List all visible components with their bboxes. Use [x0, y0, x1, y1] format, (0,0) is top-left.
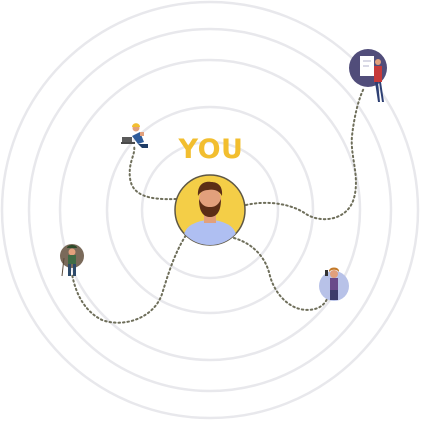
hiker-icon [60, 244, 84, 277]
construction-worker-icon [121, 123, 148, 148]
path-to-presenter [245, 87, 365, 221]
presenter-icon [349, 49, 387, 102]
avatar-shirt [184, 220, 236, 245]
you-label: YOU [178, 134, 244, 165]
path-to-hiker [71, 231, 189, 324]
ring-1 [140, 140, 280, 280]
connection-paths [71, 87, 365, 324]
path-to-worker [128, 145, 177, 201]
you-avatar [174, 174, 246, 246]
woman-phone-icon [319, 267, 349, 301]
avatar-beard [199, 199, 221, 217]
path-to-woman [233, 237, 331, 311]
ring-3 [58, 58, 362, 362]
avatar-hair [197, 181, 223, 196]
ring-4 [27, 27, 393, 393]
ring-2 [105, 105, 315, 315]
